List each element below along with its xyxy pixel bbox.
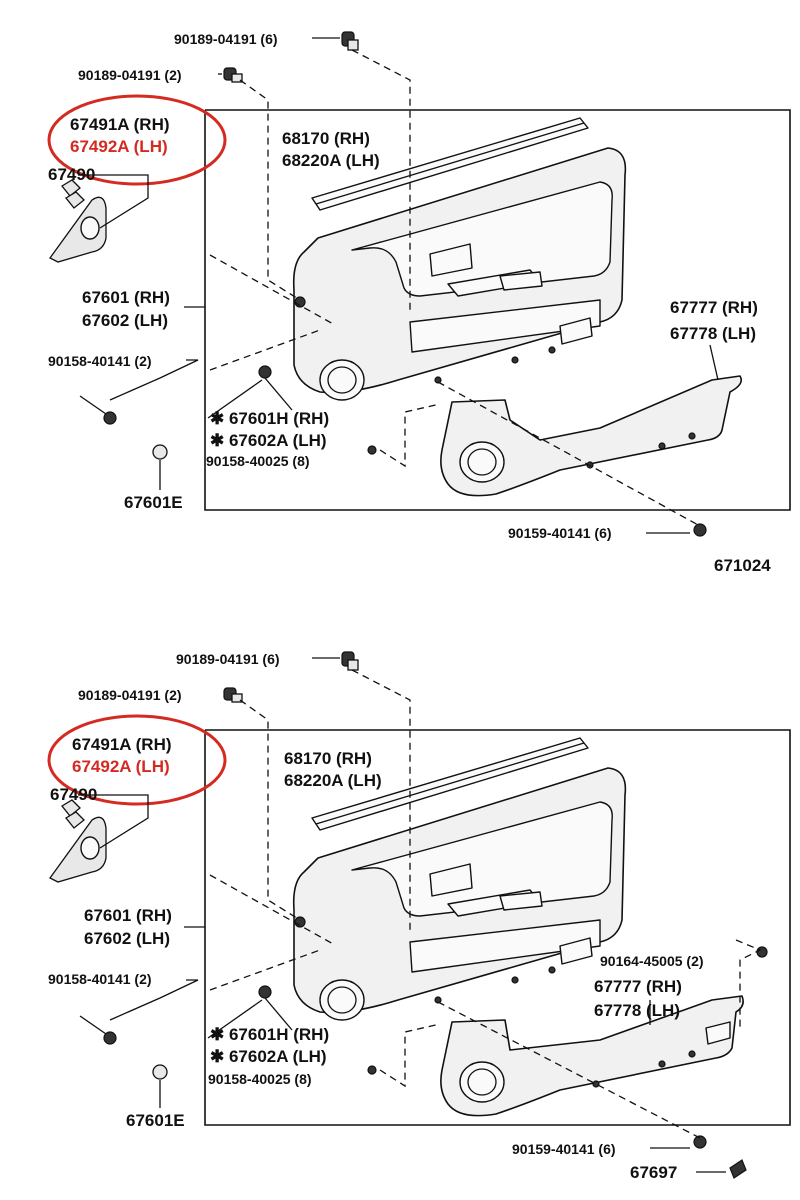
screw-icon: [258, 985, 272, 999]
label-handle-rh: 67491A (RH): [72, 735, 172, 754]
clip-icon: [223, 67, 243, 83]
label-belt-rh: 68170 (RH): [284, 749, 372, 768]
label-clip-top: 90189-04191 (6): [174, 31, 278, 47]
label-lower-lh: 67778 (LH): [670, 324, 756, 343]
label-bezel: 67490: [48, 165, 95, 184]
label-panel-rh: 67601 (RH): [82, 288, 170, 307]
label-belt-lh: 68220A (LH): [284, 771, 382, 790]
screw-icon: [79, 395, 117, 425]
label-panel-rh: 67601 (RH): [84, 906, 172, 925]
label-assy-lh: ✱ 67602A (LH): [210, 431, 327, 450]
screw-icon: [367, 445, 377, 455]
label-clip-left: 90189-04191 (2): [78, 67, 182, 83]
clip-icon: [341, 651, 359, 671]
label-lower-rh: 67777 (RH): [594, 977, 682, 996]
label-handle-lh: 67492A (LH): [72, 757, 170, 776]
label-handle-rh: 67491A (RH): [70, 115, 170, 134]
label-screw-bottom: 90159-40141 (6): [512, 1141, 616, 1157]
label-assy-lh: ✱ 67602A (LH): [210, 1047, 327, 1066]
label-lower-rh: 67777 (RH): [670, 298, 758, 317]
label-cap: 67601E: [126, 1111, 185, 1130]
assembly-frame: [204, 729, 791, 1126]
label-belt-lh: 68220A (LH): [282, 151, 380, 170]
label-cap: 67601E: [124, 493, 183, 512]
cap-icon: [152, 444, 168, 460]
speaker-grille: [319, 359, 365, 401]
label-belt-rh: 68170 (RH): [282, 129, 370, 148]
screw-icon: [367, 1065, 377, 1075]
label-panel-lh: 67602 (LH): [84, 929, 170, 948]
label-screw-left: 90158-40141 (2): [48, 971, 152, 987]
label-assy-rh: ✱ 67601H (RH): [210, 1025, 329, 1044]
label-clip-top: 90189-04191 (6): [176, 651, 280, 667]
highlight-ring: [47, 714, 227, 806]
door-pocket: [409, 299, 601, 353]
screw-icon: [79, 1015, 117, 1045]
label-handle-lh: 67492A (LH): [70, 137, 168, 156]
screw-icon: [756, 946, 768, 958]
figure-number: 671024: [714, 556, 771, 575]
inside-handle-bezel: [49, 196, 107, 263]
label-panel-lh: 67602 (LH): [82, 311, 168, 330]
screw-icon: [693, 1135, 707, 1149]
label-bezel: 67490: [50, 785, 97, 804]
label-screw-mid: 90158-40025 (8): [206, 453, 310, 469]
lower-trim-panel: [440, 375, 743, 497]
label-lower-lh: 67778 (LH): [594, 1001, 680, 1020]
clip-icon: [341, 31, 359, 51]
lower-trim-panel: [440, 995, 744, 1117]
assembly-frame: [204, 109, 791, 511]
armrest-recess: [429, 243, 473, 277]
extra-part-icon: [729, 1159, 747, 1179]
screw-icon: [258, 365, 272, 379]
label-assy-rh: ✱ 67601H (RH): [210, 409, 329, 428]
label-screw-left: 90158-40141 (2): [48, 353, 152, 369]
label-screw-right: 90164-45005 (2): [600, 953, 704, 969]
cap-icon: [152, 1064, 168, 1080]
diagram-bottom: [47, 651, 791, 1179]
label-clip-left: 90189-04191 (2): [78, 687, 182, 703]
diagram-top: [47, 31, 791, 537]
inside-handle-bezel: [49, 816, 107, 883]
label-extra-part: 67697: [630, 1163, 677, 1182]
clip-icon: [223, 687, 243, 703]
highlight-ring: [47, 94, 227, 186]
label-screw-bottom: 90159-40141 (6): [508, 525, 612, 541]
screw-icon: [693, 523, 707, 537]
label-screw-mid: 90158-40025 (8): [208, 1071, 312, 1087]
